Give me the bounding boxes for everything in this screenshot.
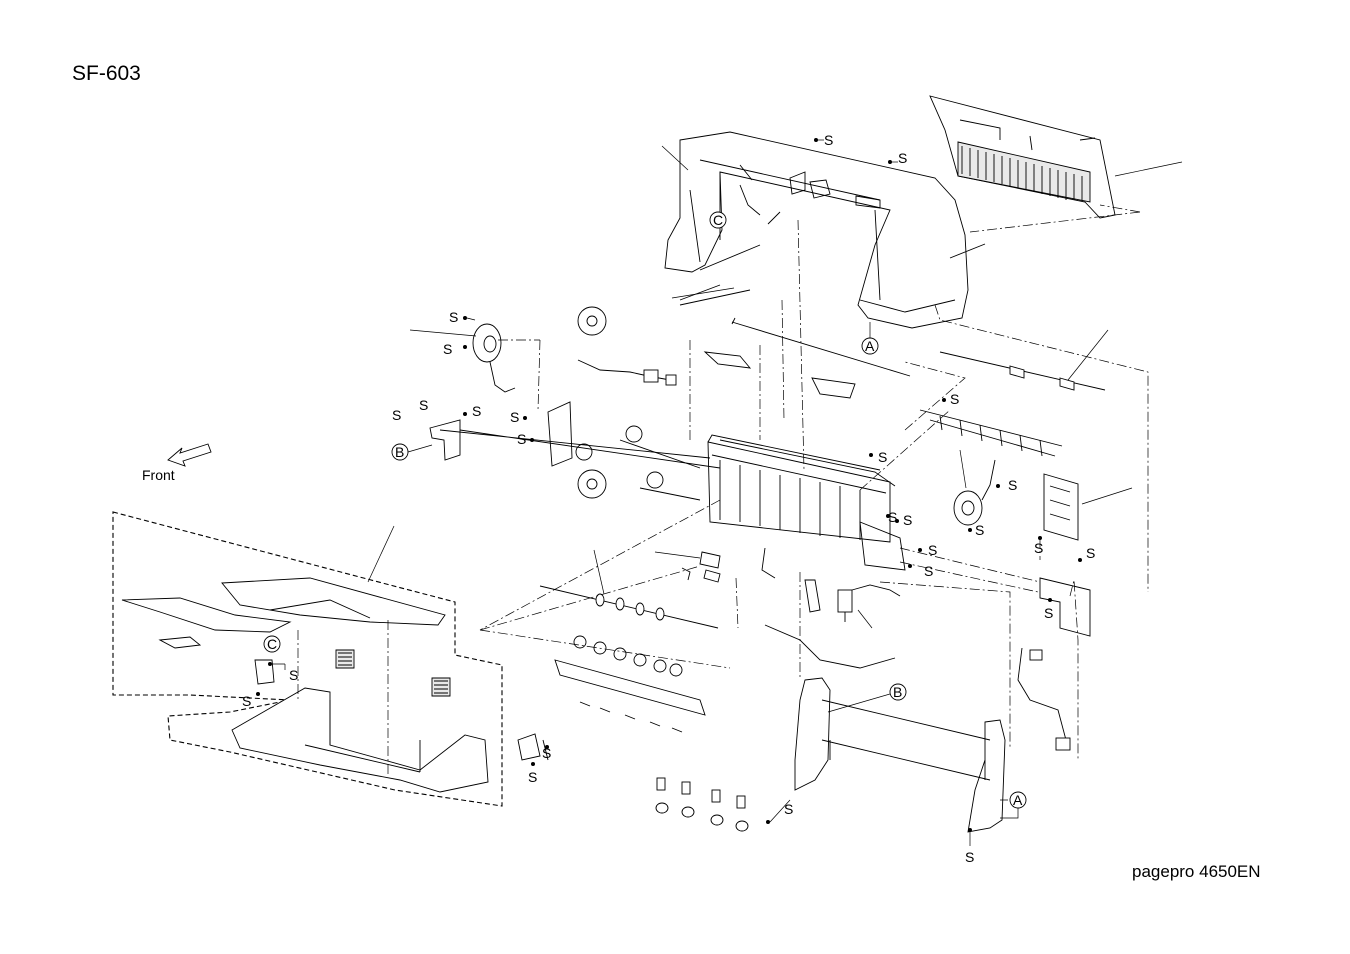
svg-text:S: S	[1008, 477, 1017, 493]
tray-base-part	[231, 649, 489, 793]
svg-text:S: S	[510, 409, 519, 425]
harness-part	[761, 547, 776, 579]
screw-callout: S	[1044, 598, 1053, 621]
svg-text:A: A	[1013, 792, 1023, 808]
screw-callout: S	[268, 662, 298, 683]
svg-text:C: C	[713, 212, 723, 228]
screw-callout: S	[869, 449, 887, 465]
main-frame-part	[689, 219, 906, 571]
svg-text:S: S	[449, 309, 458, 325]
svg-text:S: S	[242, 693, 251, 709]
svg-text:S: S	[419, 397, 428, 413]
screw-callout: S	[542, 745, 551, 761]
screw-callout: S	[908, 563, 933, 579]
screw-callout: S	[463, 403, 481, 419]
control-board-part	[1043, 473, 1133, 541]
sensor-part	[654, 551, 721, 583]
lower-frame-part	[794, 677, 1006, 833]
svg-text:S: S	[289, 667, 298, 683]
svg-text:S: S	[784, 801, 793, 817]
svg-text:B: B	[893, 684, 902, 700]
svg-text:S: S	[950, 391, 959, 407]
ref-callout-a-frame: A	[1000, 791, 1027, 819]
ref-callout-c-top: C	[709, 211, 727, 229]
svg-text:S: S	[898, 150, 907, 166]
screw-callout: S	[443, 341, 467, 357]
svg-text:A: A	[865, 338, 875, 354]
ref-callout-b-frame: B	[889, 683, 907, 701]
svg-text:S: S	[888, 509, 897, 525]
tray-cover-part	[121, 525, 446, 649]
screw-callout: S	[886, 509, 897, 525]
svg-text:S: S	[824, 132, 833, 148]
screw-callout: S	[888, 150, 907, 166]
svg-text:C: C	[267, 636, 277, 652]
tray-group-outline	[112, 511, 503, 807]
ref-callout-b-left: B	[391, 443, 433, 461]
svg-text:S: S	[965, 849, 974, 865]
assembly-lines	[297, 244, 1149, 775]
shaft-part	[703, 317, 1109, 457]
fan-motor-part	[409, 323, 516, 393]
screw-callout: S	[449, 309, 476, 325]
screw-callout: S	[392, 407, 401, 423]
screw-callout: S	[1034, 536, 1043, 556]
screw-callout: S	[996, 477, 1017, 493]
svg-text:S: S	[878, 449, 887, 465]
svg-text:S: S	[1086, 545, 1095, 561]
gear-part	[575, 306, 664, 499]
page-title: SF-603	[72, 62, 141, 85]
screw-callout: S	[814, 132, 833, 148]
svg-text:S: S	[924, 563, 933, 579]
front-label: Front	[142, 467, 175, 483]
guide-plate-part	[479, 565, 731, 733]
bracket-right-part	[1017, 577, 1091, 751]
svg-text:S: S	[517, 431, 526, 447]
screw-callout: S	[528, 762, 537, 785]
svg-text:S: S	[542, 745, 551, 761]
screw-callout: S	[766, 799, 793, 824]
svg-text:S: S	[1044, 605, 1053, 621]
screw-callout: S	[965, 828, 974, 865]
screw-callout: S	[510, 409, 527, 425]
screw-callout: S	[1078, 545, 1095, 562]
tray-bracket-part	[254, 659, 549, 761]
cable-part	[577, 359, 677, 386]
bracket-part	[429, 401, 573, 467]
screw-callout: S	[895, 512, 912, 528]
ref-callout-a-top: A	[861, 322, 879, 355]
model-label: pagepro 4650EN	[1132, 862, 1261, 881]
svg-text:S: S	[975, 522, 984, 538]
harness-part	[764, 624, 896, 669]
top-cover-part	[661, 131, 969, 329]
pin-part	[767, 211, 986, 259]
screw-callout: S	[968, 522, 984, 538]
screw-callouts: S S S S S S S S S S S S S S S S S S S S …	[242, 132, 1095, 865]
front-arrow-icon	[167, 443, 212, 467]
ref-callout-c-tray: C	[263, 635, 281, 653]
screw-callout: S	[242, 692, 260, 709]
solenoid-part	[804, 579, 901, 629]
svg-text:B: B	[395, 444, 404, 460]
pickup-roller-part	[655, 777, 749, 832]
svg-text:S: S	[1034, 540, 1043, 556]
svg-text:S: S	[443, 341, 452, 357]
screw-callout: S	[918, 542, 937, 558]
screw-callout: S	[942, 391, 959, 407]
feed-roller-part	[539, 549, 719, 629]
svg-text:S: S	[528, 769, 537, 785]
paper-guide-part	[929, 95, 1183, 233]
svg-text:S: S	[392, 407, 401, 423]
svg-text:S: S	[928, 542, 937, 558]
svg-text:S: S	[903, 512, 912, 528]
svg-text:S: S	[472, 403, 481, 419]
drive-motor-part	[953, 449, 996, 526]
screw-callout: S	[517, 431, 534, 447]
screw-callout: S	[419, 397, 428, 413]
